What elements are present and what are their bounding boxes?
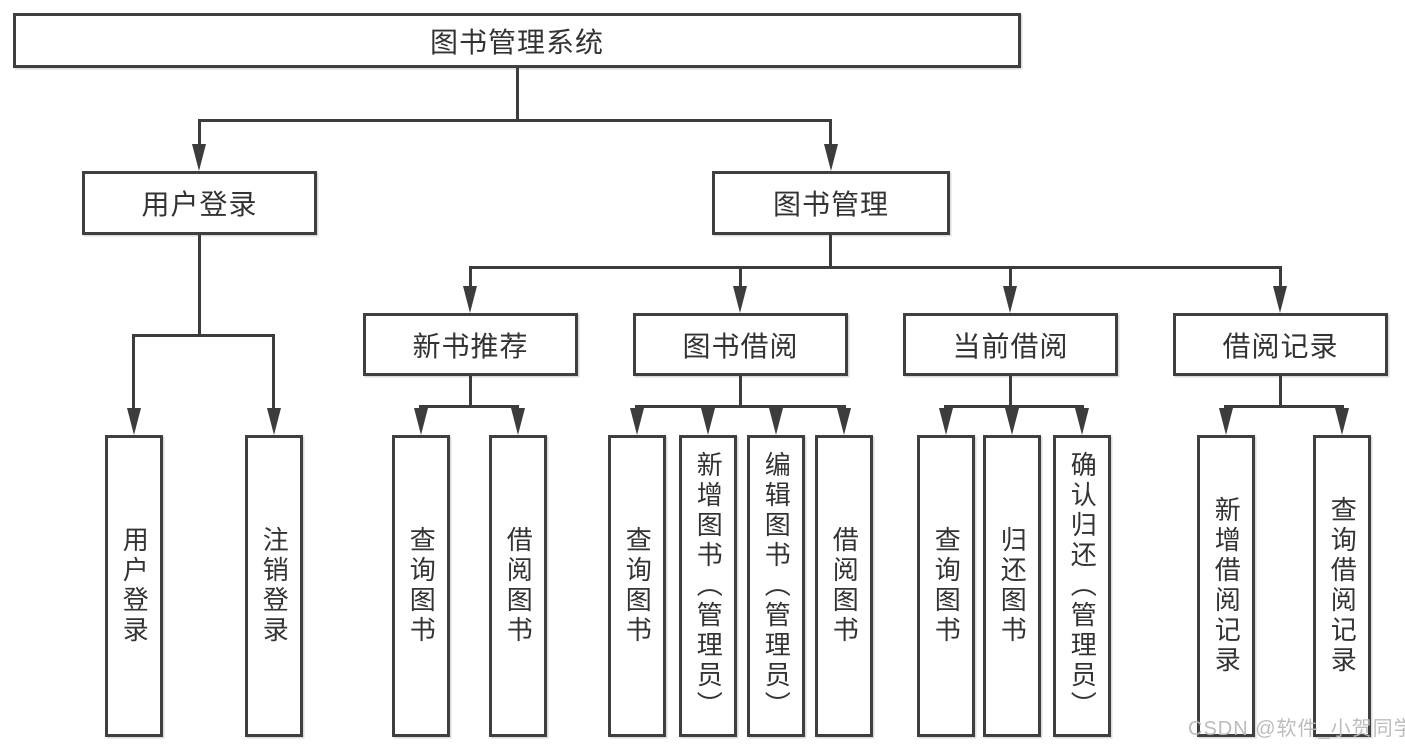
connector-bookmgmt-hbar [469,266,1282,269]
csdn-watermark: CSDN @软件_小贺同学 [1188,718,1405,740]
leaf-cb-return-books-label: 归还图书 [997,526,1028,646]
arrow-down-bookmgmt [824,144,838,171]
arrow-down-leaf-b1 [414,408,428,435]
leaf-bb-query-books: 查询图书 [608,435,666,737]
arrow-down-leaf-e2 [1335,408,1349,435]
arrow-down-newbooks [463,286,477,313]
leaf-logout-label: 注销登录 [259,526,290,646]
leaf-bb-edit-books-admin-label: 编辑图书（管理员） [761,451,792,721]
leaf-nb-query-books: 查询图书 [392,435,450,737]
connector-root-hbar [198,119,832,122]
leaf-nb-borrow-books: 借阅图书 [489,435,547,737]
leaf-br-query-record: 查询借阅记录 [1313,435,1371,737]
connector-root-stem [516,68,519,122]
arrow-down-leaf-c1 [630,408,644,435]
connector-currentborrow-down [1009,376,1012,408]
leaf-user-login-label: 用户登录 [119,526,150,646]
leaf-cb-confirm-return-admin: 确认归还（管理员） [1053,435,1111,737]
leaf-nb-borrow-books-label: 借阅图书 [503,526,534,646]
connector-bookmgmt-down [829,235,832,269]
arrow-down-leaf-d2 [1005,408,1019,435]
connector-borrowrecords-down [1279,376,1282,408]
node-library-system: 图书管理系统 [13,13,1021,68]
arrow-down-leaf-d3 [1075,408,1089,435]
connector-newbooks-stem [469,266,472,289]
connector-currentborrow-hbar [944,405,1084,408]
leaf-br-add-record-label: 新增借阅记录 [1211,496,1242,676]
leaf-logout: 注销登录 [245,435,303,737]
arrow-down-bookborrow [733,286,747,313]
arrow-down-borrowrecords [1273,286,1287,313]
node-current-borrowing: 当前借阅 [903,313,1118,376]
arrow-down-currentborrow [1003,286,1017,313]
node-new-book-recommend-label: 新书推荐 [412,330,529,362]
connector-currentborrow-stem [1009,266,1012,289]
leaf-bb-borrow-books-label: 借阅图书 [829,526,860,646]
node-user-login-label: 用户登录 [141,189,258,220]
connector-userlogin-stem [198,119,201,147]
connector-bookborrow-stem [739,266,742,289]
node-book-borrowing: 图书借阅 [633,313,848,376]
leaf-cb-query-books: 查询图书 [917,435,975,737]
connector-bookborrow-down [739,376,742,408]
leaf-cb-return-books: 归还图书 [983,435,1041,737]
arrow-down-leaf-e1 [1219,408,1233,435]
connector-borrowrecords-stem [1279,266,1282,289]
leaf-br-add-record: 新增借阅记录 [1197,435,1255,737]
connector-userlogin-hbar [132,334,275,337]
arrow-down-leaf-a2 [267,408,281,435]
arrow-down-leaf-c2 [701,408,715,435]
leaf-bb-edit-books-admin: 编辑图书（管理员） [747,435,805,737]
connector-leaf-a2-stem [272,334,275,410]
node-borrowing-records-label: 借阅记录 [1222,330,1339,362]
leaf-cb-confirm-return-admin-label: 确认归还（管理员） [1067,451,1098,721]
node-book-borrowing-label: 图书借阅 [682,330,799,362]
connector-newbooks-down [469,376,472,408]
leaf-br-query-record-label: 查询借阅记录 [1327,496,1358,676]
leaf-bb-query-books-label: 查询图书 [622,526,653,646]
node-current-borrowing-label: 当前借阅 [952,330,1069,362]
leaf-bb-borrow-books: 借阅图书 [815,435,873,737]
arrow-down-userlogin [192,144,206,171]
connector-borrowrecords-hbar [1224,405,1344,408]
arrow-down-leaf-a1 [127,408,141,435]
connector-bookborrow-hbar [635,405,846,408]
connector-leaf-a1-stem [132,334,135,410]
arrow-down-leaf-c3 [769,408,783,435]
arrow-down-leaf-c4 [837,408,851,435]
leaf-cb-query-books-label: 查询图书 [931,526,962,646]
arrow-down-leaf-d1 [939,408,953,435]
leaf-user-login: 用户登录 [105,435,163,737]
leaf-bb-add-books-admin: 新增图书（管理员） [679,435,737,737]
node-new-book-recommend: 新书推荐 [363,313,578,376]
connector-userlogin-down [198,235,201,336]
node-book-management-label: 图书管理 [772,189,889,220]
connector-bookmgmt-stem [829,119,832,147]
node-library-system-label: 图书管理系统 [429,26,604,58]
node-user-login: 用户登录 [82,171,317,235]
node-book-management: 图书管理 [712,171,950,235]
leaf-nb-query-books-label: 查询图书 [406,526,437,646]
connector-newbooks-hbar [419,405,519,408]
node-borrowing-records: 借阅记录 [1173,313,1388,376]
arrow-down-leaf-b2 [511,408,525,435]
leaf-bb-add-books-admin-label: 新增图书（管理员） [693,451,724,721]
